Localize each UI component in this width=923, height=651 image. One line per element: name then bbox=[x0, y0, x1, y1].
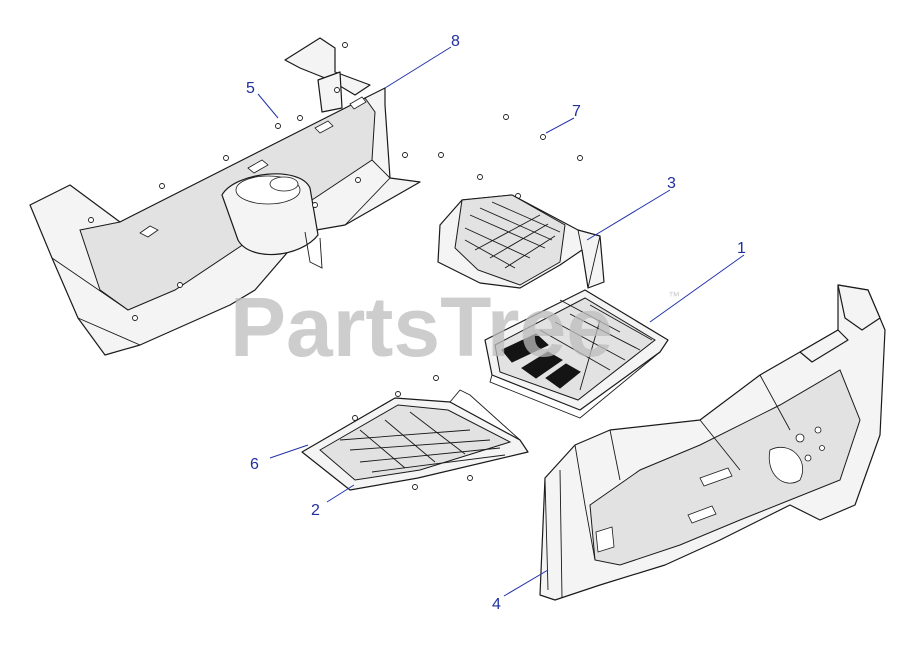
watermark-trademark: ™ bbox=[668, 289, 680, 303]
callout-3[interactable]: 3 bbox=[667, 175, 676, 192]
leader-6 bbox=[269, 444, 309, 459]
leader-5 bbox=[257, 93, 279, 119]
part-2-floor-plate[interactable] bbox=[301, 389, 529, 491]
watermark: PartsTree ™ bbox=[230, 280, 680, 374]
watermark-text: PartsTree bbox=[230, 280, 613, 374]
loose-screws bbox=[433, 114, 583, 381]
leader-7 bbox=[545, 117, 575, 134]
part-3-vented-cover[interactable] bbox=[437, 194, 605, 289]
leader-4 bbox=[503, 569, 549, 597]
leader-3 bbox=[586, 189, 671, 241]
part-4-console-panel[interactable] bbox=[539, 284, 886, 601]
callout-1[interactable]: 1 bbox=[737, 240, 746, 257]
callout-8[interactable]: 8 bbox=[451, 33, 460, 50]
callout-6[interactable]: 6 bbox=[250, 456, 259, 473]
leader-1 bbox=[649, 254, 745, 323]
callouts: 1 2 3 4 5 6 7 8 bbox=[246, 33, 746, 613]
part-1-floor-grille[interactable] bbox=[484, 289, 669, 419]
leader-8 bbox=[384, 46, 452, 89]
callout-7[interactable]: 7 bbox=[572, 103, 581, 120]
callout-4[interactable]: 4 bbox=[492, 596, 501, 613]
callout-2[interactable]: 2 bbox=[311, 502, 320, 519]
leader-2 bbox=[326, 484, 355, 503]
part-8-rear-body-panel[interactable] bbox=[29, 37, 421, 356]
callout-5[interactable]: 5 bbox=[246, 80, 255, 97]
leader-lines bbox=[257, 46, 745, 597]
